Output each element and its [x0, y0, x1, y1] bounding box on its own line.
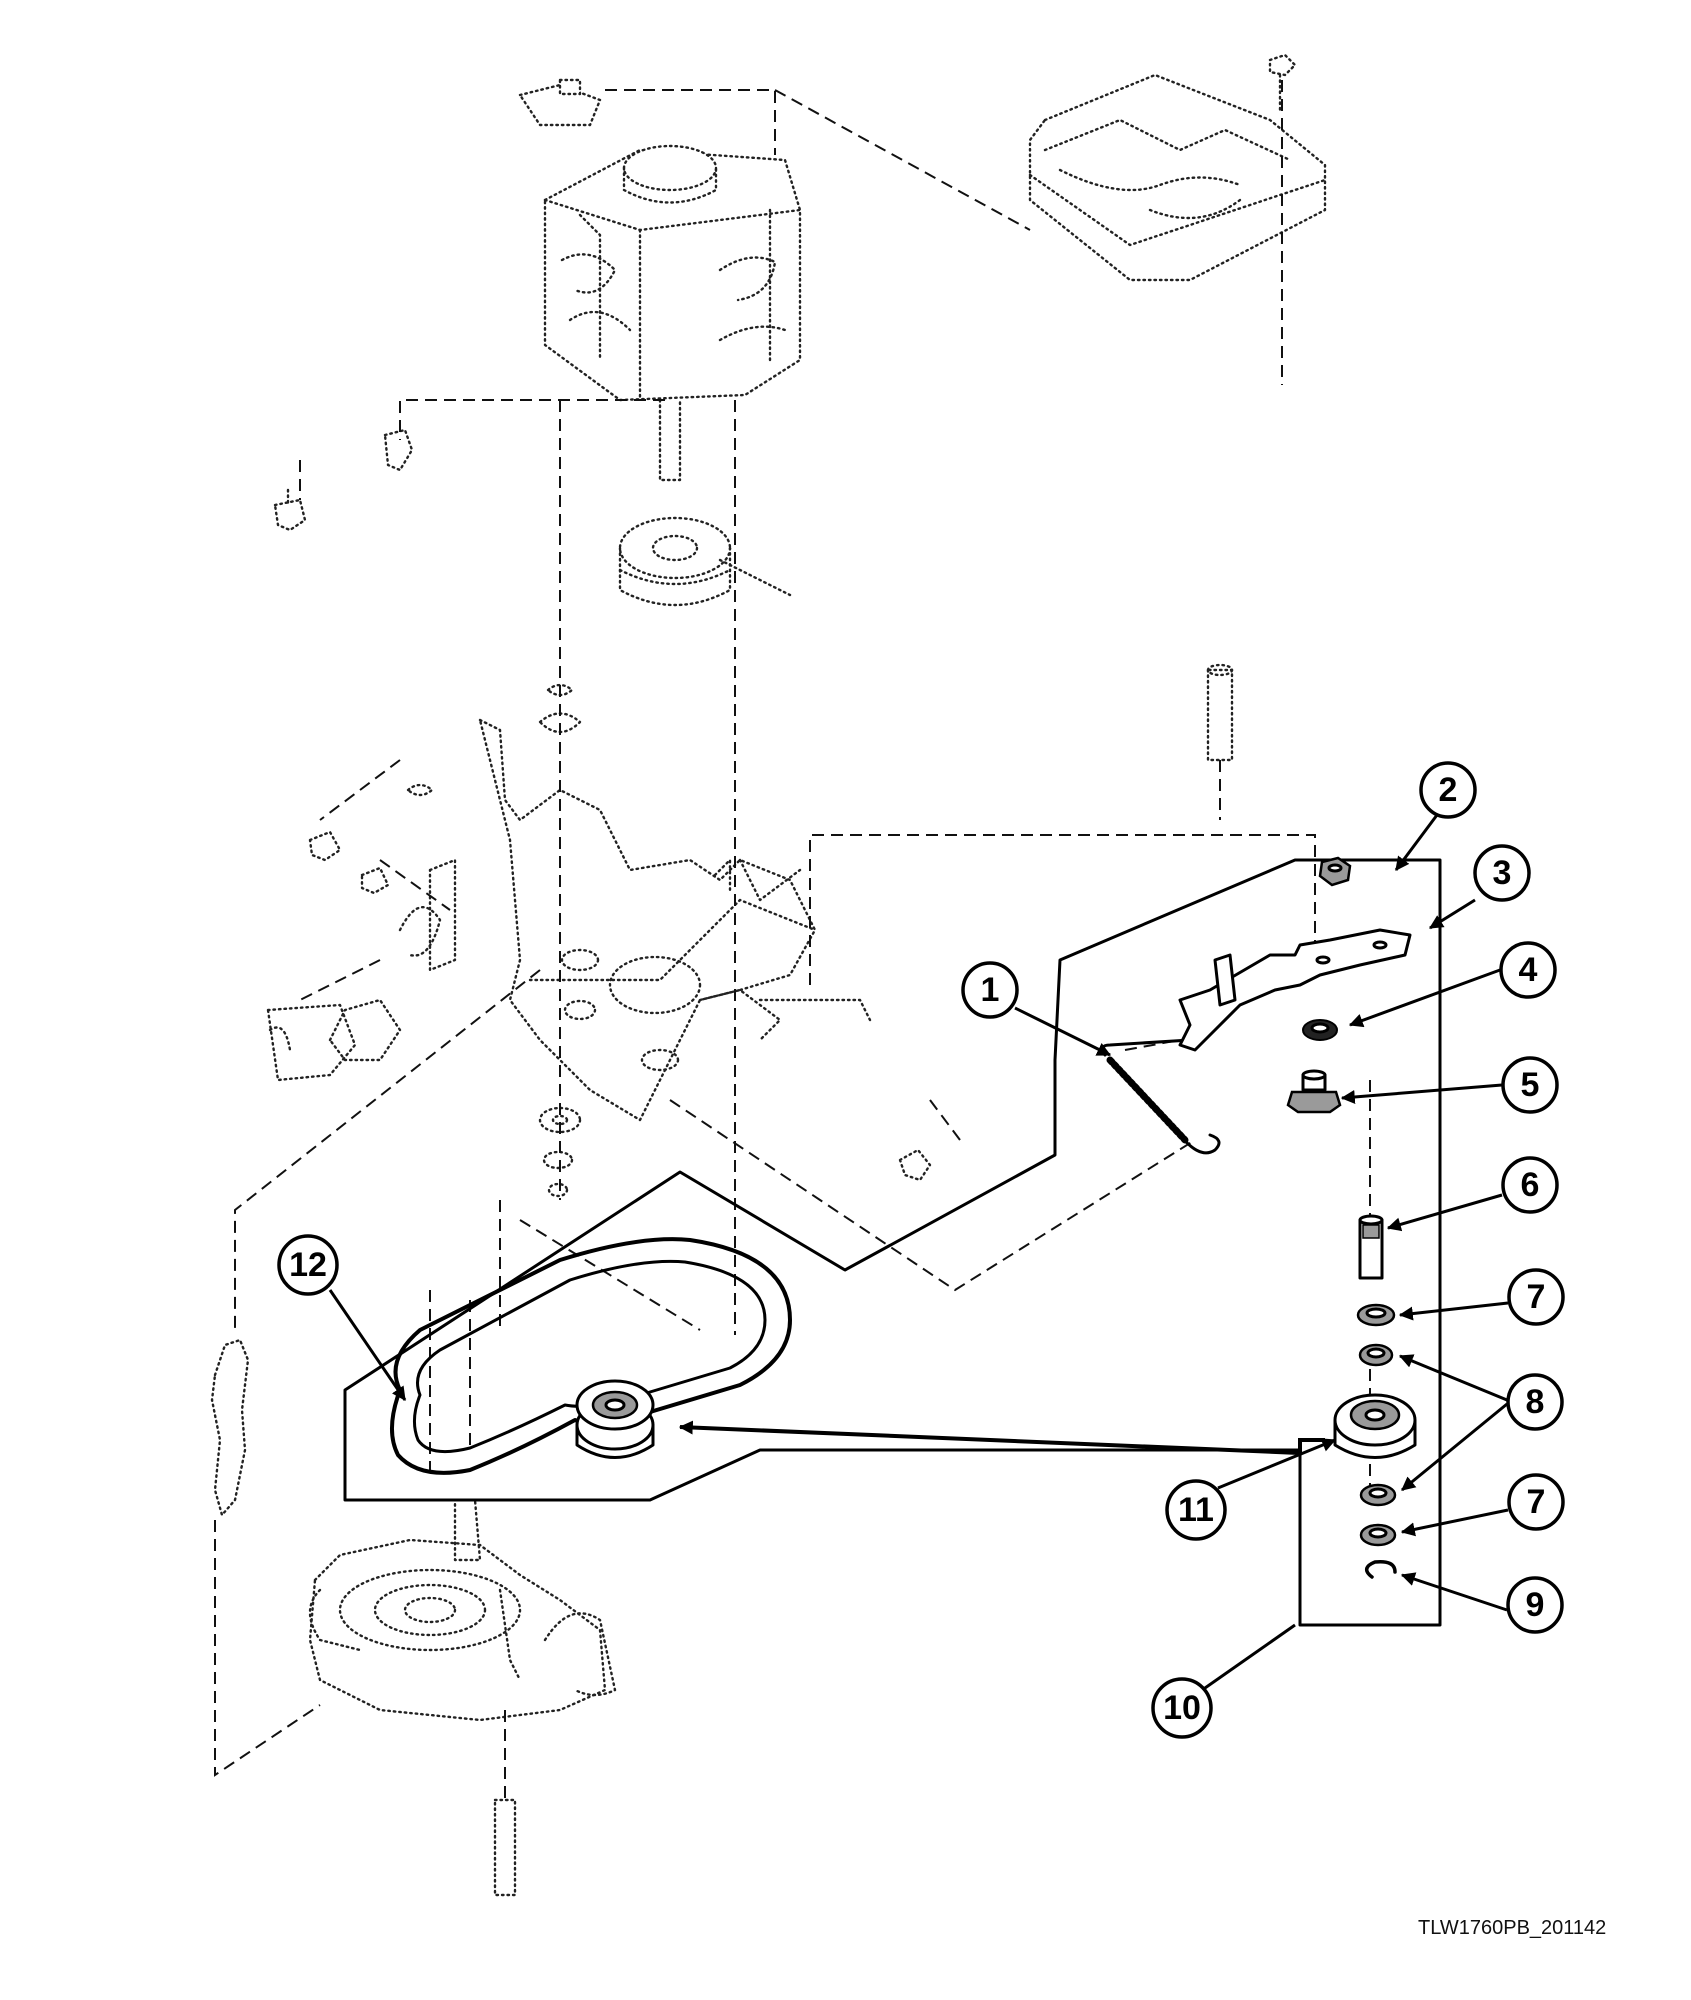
callout-6: 6	[1501, 1156, 1559, 1214]
drive-belt	[389, 1237, 792, 1475]
svg-text:11: 11	[1178, 1491, 1214, 1529]
water-pump	[308, 1498, 617, 1897]
drain-hose	[210, 1338, 250, 1517]
motor-mount-bracket	[266, 718, 872, 1122]
svg-text:9: 9	[1526, 1586, 1545, 1624]
callout-5: 5	[1501, 1056, 1559, 1114]
svg-text:2: 2	[1439, 771, 1458, 809]
callout-8: 8	[1506, 1373, 1564, 1431]
spacer-shaft	[1358, 1214, 1384, 1280]
figure-code-label: TLW1760PB_201142	[1418, 1917, 1607, 1939]
washer-8-bottom	[1359, 1483, 1397, 1507]
washer-7-bottom	[1359, 1523, 1397, 1547]
svg-text:8: 8	[1526, 1383, 1545, 1421]
kit-outline-10	[343, 858, 1442, 1627]
motor-fasteners	[273, 428, 582, 895]
leader-lines	[328, 814, 1509, 1697]
washer-8-top	[1358, 1343, 1394, 1367]
svg-text:4: 4	[1519, 951, 1538, 989]
svg-text:3: 3	[1493, 854, 1512, 892]
callout-12: 12	[277, 1234, 339, 1296]
callout-10: 10	[1151, 1677, 1213, 1739]
mount-bushings	[538, 1106, 932, 1198]
callout-9: 9	[1506, 1576, 1564, 1634]
motor-pulley	[618, 516, 792, 607]
motor	[518, 78, 802, 482]
callout-11: 11	[1165, 1479, 1227, 1541]
idler-pulley	[1333, 1393, 1417, 1459]
retaining-ring	[1365, 1559, 1397, 1579]
callout-7-top: 7	[1507, 1268, 1565, 1326]
washer-7-top	[1356, 1303, 1396, 1327]
callout-2: 2	[1419, 761, 1477, 819]
alignment-lines	[214, 80, 1371, 1800]
motor-cover	[1028, 53, 1327, 282]
pivot-pin	[1206, 663, 1234, 762]
svg-text:1: 1	[981, 971, 1000, 1009]
svg-text:7: 7	[1527, 1483, 1546, 1521]
idler-bracket-arm	[1178, 928, 1412, 1052]
hex-nut	[1318, 856, 1352, 887]
svg-text:10: 10	[1163, 1689, 1201, 1727]
shoulder-bolt	[1286, 1069, 1342, 1114]
washer-top	[1302, 1019, 1338, 1041]
callout-7-bottom: 7	[1507, 1473, 1565, 1531]
svg-text:5: 5	[1521, 1066, 1540, 1104]
tension-spring	[1100, 1038, 1221, 1155]
svg-text:7: 7	[1527, 1278, 1546, 1316]
belt-idler-pulley	[575, 1379, 655, 1459]
callout-1: 1	[961, 961, 1019, 1019]
callout-3: 3	[1473, 844, 1531, 902]
svg-text:12: 12	[289, 1246, 327, 1284]
svg-text:6: 6	[1521, 1166, 1540, 1204]
callout-4: 4	[1499, 941, 1557, 999]
